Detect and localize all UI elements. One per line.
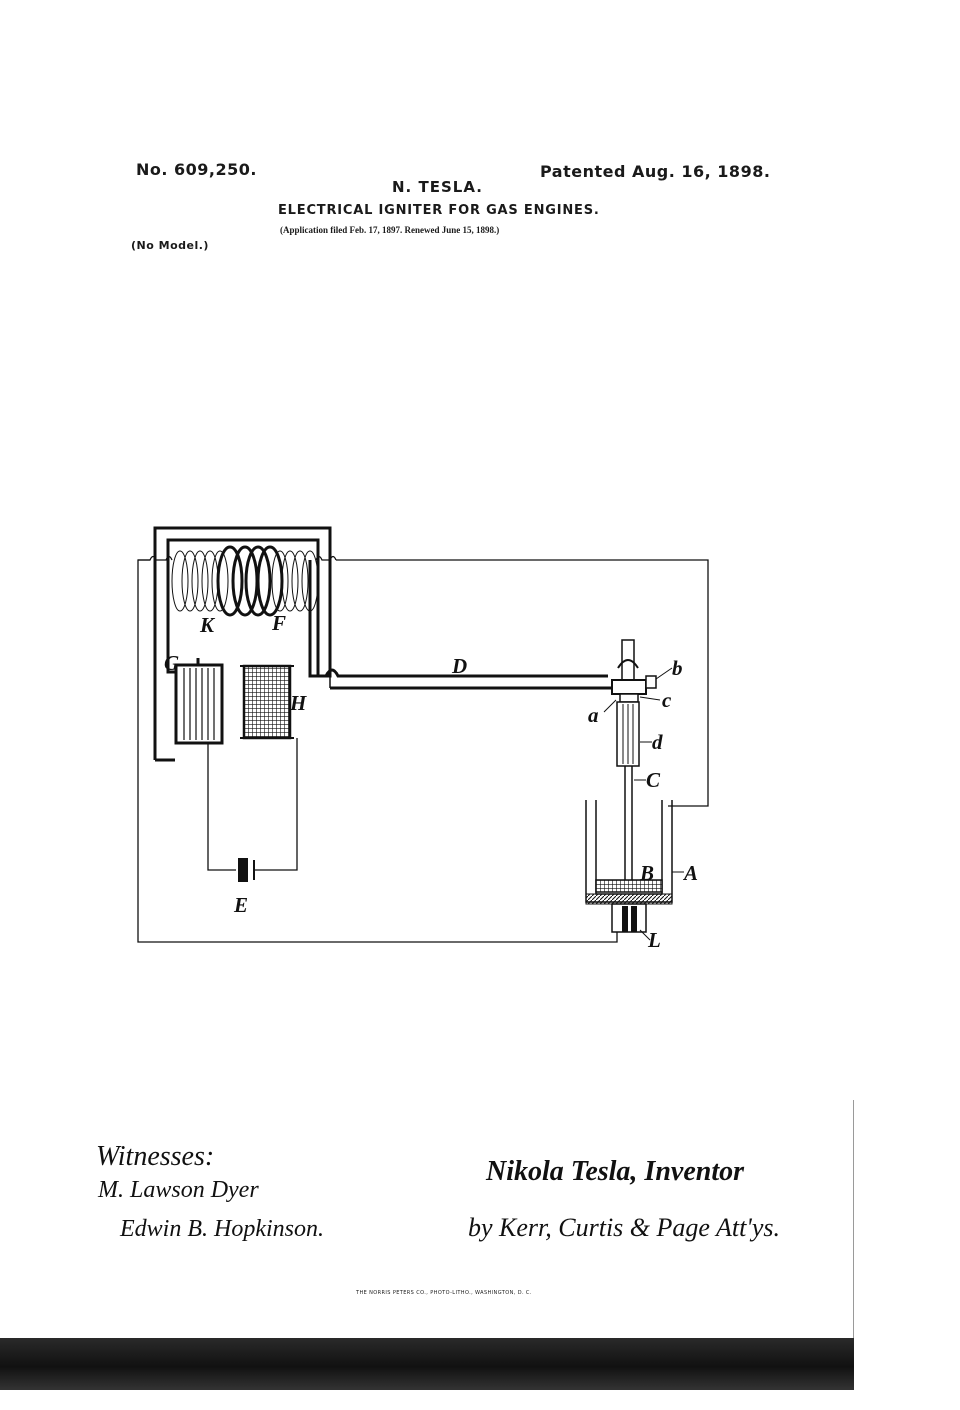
label-d-small: d <box>652 730 663 754</box>
label-b: b <box>672 656 683 680</box>
induction-coil-frame <box>153 526 332 762</box>
label-l: L <box>647 928 661 952</box>
scan-shadow-strip <box>0 1338 854 1390</box>
page-edge-line <box>853 1100 854 1340</box>
application-dates: (Application filed Feb. 17, 1897. Renewe… <box>280 225 500 235</box>
secondary-coil-f <box>216 545 284 617</box>
label-h: H <box>289 691 307 715</box>
label-a: A <box>682 861 698 885</box>
conductor-d <box>318 668 612 690</box>
inventor-signature: Nikola Tesla, Inventor <box>485 1156 745 1187</box>
printer-imprint: THE NORRIS PETERS CO., PHOTO-LITHO., WAS… <box>356 1290 532 1296</box>
piston-b <box>595 879 663 893</box>
leader-lines <box>603 667 684 941</box>
battery-circuit <box>207 738 298 871</box>
patent-date: Patented Aug. 16, 1898. <box>540 162 771 181</box>
cylinder-a <box>585 800 673 933</box>
patent-title: ELECTRICAL IGNITER FOR GAS ENGINES. <box>278 203 600 218</box>
inventor-name: N. TESLA. <box>392 178 483 196</box>
label-b-piston: B <box>639 861 654 885</box>
spark-plug-assembly <box>611 639 657 880</box>
battery-e <box>238 858 248 882</box>
attorney-signature: by Kerr, Curtis & Page Att'ys. <box>468 1213 780 1242</box>
model-note: (No Model.) <box>131 239 209 252</box>
label-c-small: c <box>662 688 672 712</box>
label-d: D <box>451 654 467 678</box>
label-e: E <box>233 893 248 917</box>
plug-l <box>611 903 647 933</box>
label-g: G <box>164 651 179 675</box>
witness-signature-2: Edwin B. Hopkinson. <box>119 1216 324 1242</box>
witnesses-label: Witnesses: <box>96 1141 214 1172</box>
label-f: F <box>271 611 286 635</box>
label-c: C <box>646 768 661 792</box>
condenser-g <box>166 658 224 745</box>
witness-signature-1: M. Lawson Dyer <box>97 1177 259 1203</box>
label-a-small: a <box>588 703 599 727</box>
patent-number: No. 609,250. <box>136 160 257 179</box>
coil-h <box>240 664 294 740</box>
label-k: K <box>199 613 216 637</box>
